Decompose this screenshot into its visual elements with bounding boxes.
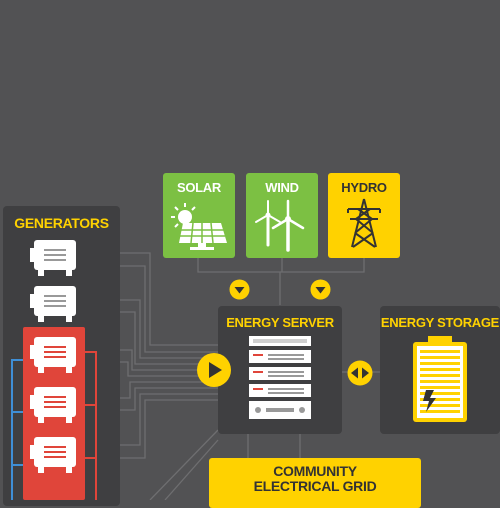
solar-label: SOLAR [176, 180, 221, 195]
generator-icon [30, 387, 76, 423]
generator-icon [30, 337, 76, 373]
generator-icon [30, 240, 76, 276]
energy-server-title: ENERGY SERVER [226, 315, 334, 330]
power-tower-icon [347, 198, 381, 248]
generators-title: GENERATORS [14, 215, 109, 231]
server-rack-icon [249, 336, 311, 419]
down-arrow-icon [310, 279, 331, 300]
generator-icon [30, 286, 76, 322]
wind-label: WIND [265, 180, 299, 195]
community-grid-tile: COMMUNITY ELECTRICAL GRID [209, 458, 421, 508]
hydro-label: HYDRO [341, 180, 387, 195]
hydro-tile: HYDRO [328, 173, 400, 258]
grid-line2: ELECTRICAL GRID [253, 478, 377, 494]
down-arrow-icon [229, 279, 250, 300]
wind-turbine-icon [255, 199, 305, 252]
energy-server-panel: ENERGY SERVER [218, 306, 342, 434]
bidirectional-arrow-icon [347, 360, 373, 386]
generator-icon [30, 437, 76, 473]
energy-storage-panel: ENERGY STORAGE [380, 306, 500, 434]
play-arrow-icon [197, 353, 231, 387]
wind-tile: WIND [246, 173, 318, 258]
solar-tile: SOLAR [163, 173, 235, 258]
grid-line1: COMMUNITY [273, 463, 357, 479]
energy-storage-title: ENERGY STORAGE [380, 315, 500, 330]
solar-panel-icon [171, 203, 227, 250]
battery-icon [413, 336, 467, 422]
